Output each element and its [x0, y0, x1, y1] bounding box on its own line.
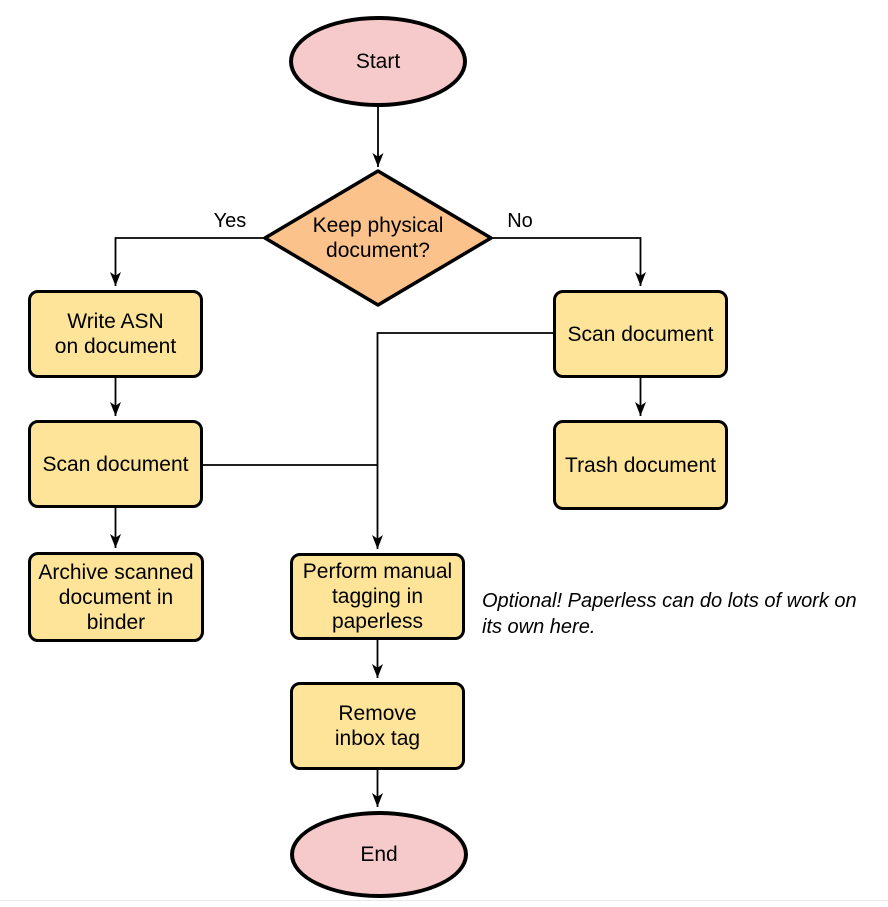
- node-scan-document-left-label: Scan document: [42, 452, 189, 476]
- node-remove-inbox-tag-label: Remove inbox tag: [334, 702, 421, 750]
- node-remove-inbox-tag: Remove inbox tag: [290, 682, 465, 770]
- node-end: End: [290, 811, 468, 898]
- node-trash-document-label: Trash document: [565, 453, 716, 477]
- edge-label-no: No: [507, 210, 533, 232]
- annotation-note: Optional! Paperless can do lots of work …: [482, 590, 857, 638]
- node-archive-binder: Archive scanned document in binder: [28, 552, 204, 642]
- node-start-label: Start: [355, 50, 401, 73]
- node-decision-label: Keep physical document?: [312, 214, 444, 262]
- node-archive-binder-label: Archive scanned document in binder: [38, 560, 194, 634]
- page-bottom-edge: [0, 900, 888, 901]
- node-start: Start: [289, 16, 467, 107]
- edge-decision-no-to-scan-right: [491, 237, 646, 286]
- decision-diamond-shape: [263, 169, 493, 307]
- node-write-asn: Write ASN on document: [28, 290, 203, 378]
- node-decision: Keep physical document?: [288, 206, 468, 270]
- node-scan-document-right: Scan document: [553, 290, 728, 378]
- node-write-asn-label: Write ASN on document: [54, 310, 177, 358]
- node-manual-tagging-label: Perform manual tagging in paperless: [302, 560, 453, 633]
- node-scan-document-left: Scan document: [28, 420, 203, 508]
- node-trash-document: Trash document: [553, 420, 728, 510]
- node-manual-tagging: Perform manual tagging in paperless: [290, 553, 465, 640]
- node-scan-document-right-label: Scan document: [567, 322, 714, 346]
- edge-decision-yes-to-write-asn: [110, 237, 265, 286]
- edge-scan-right-to-tagging: [372, 332, 553, 549]
- edge-label-yes: Yes: [213, 210, 247, 232]
- node-end-label: End: [360, 843, 398, 866]
